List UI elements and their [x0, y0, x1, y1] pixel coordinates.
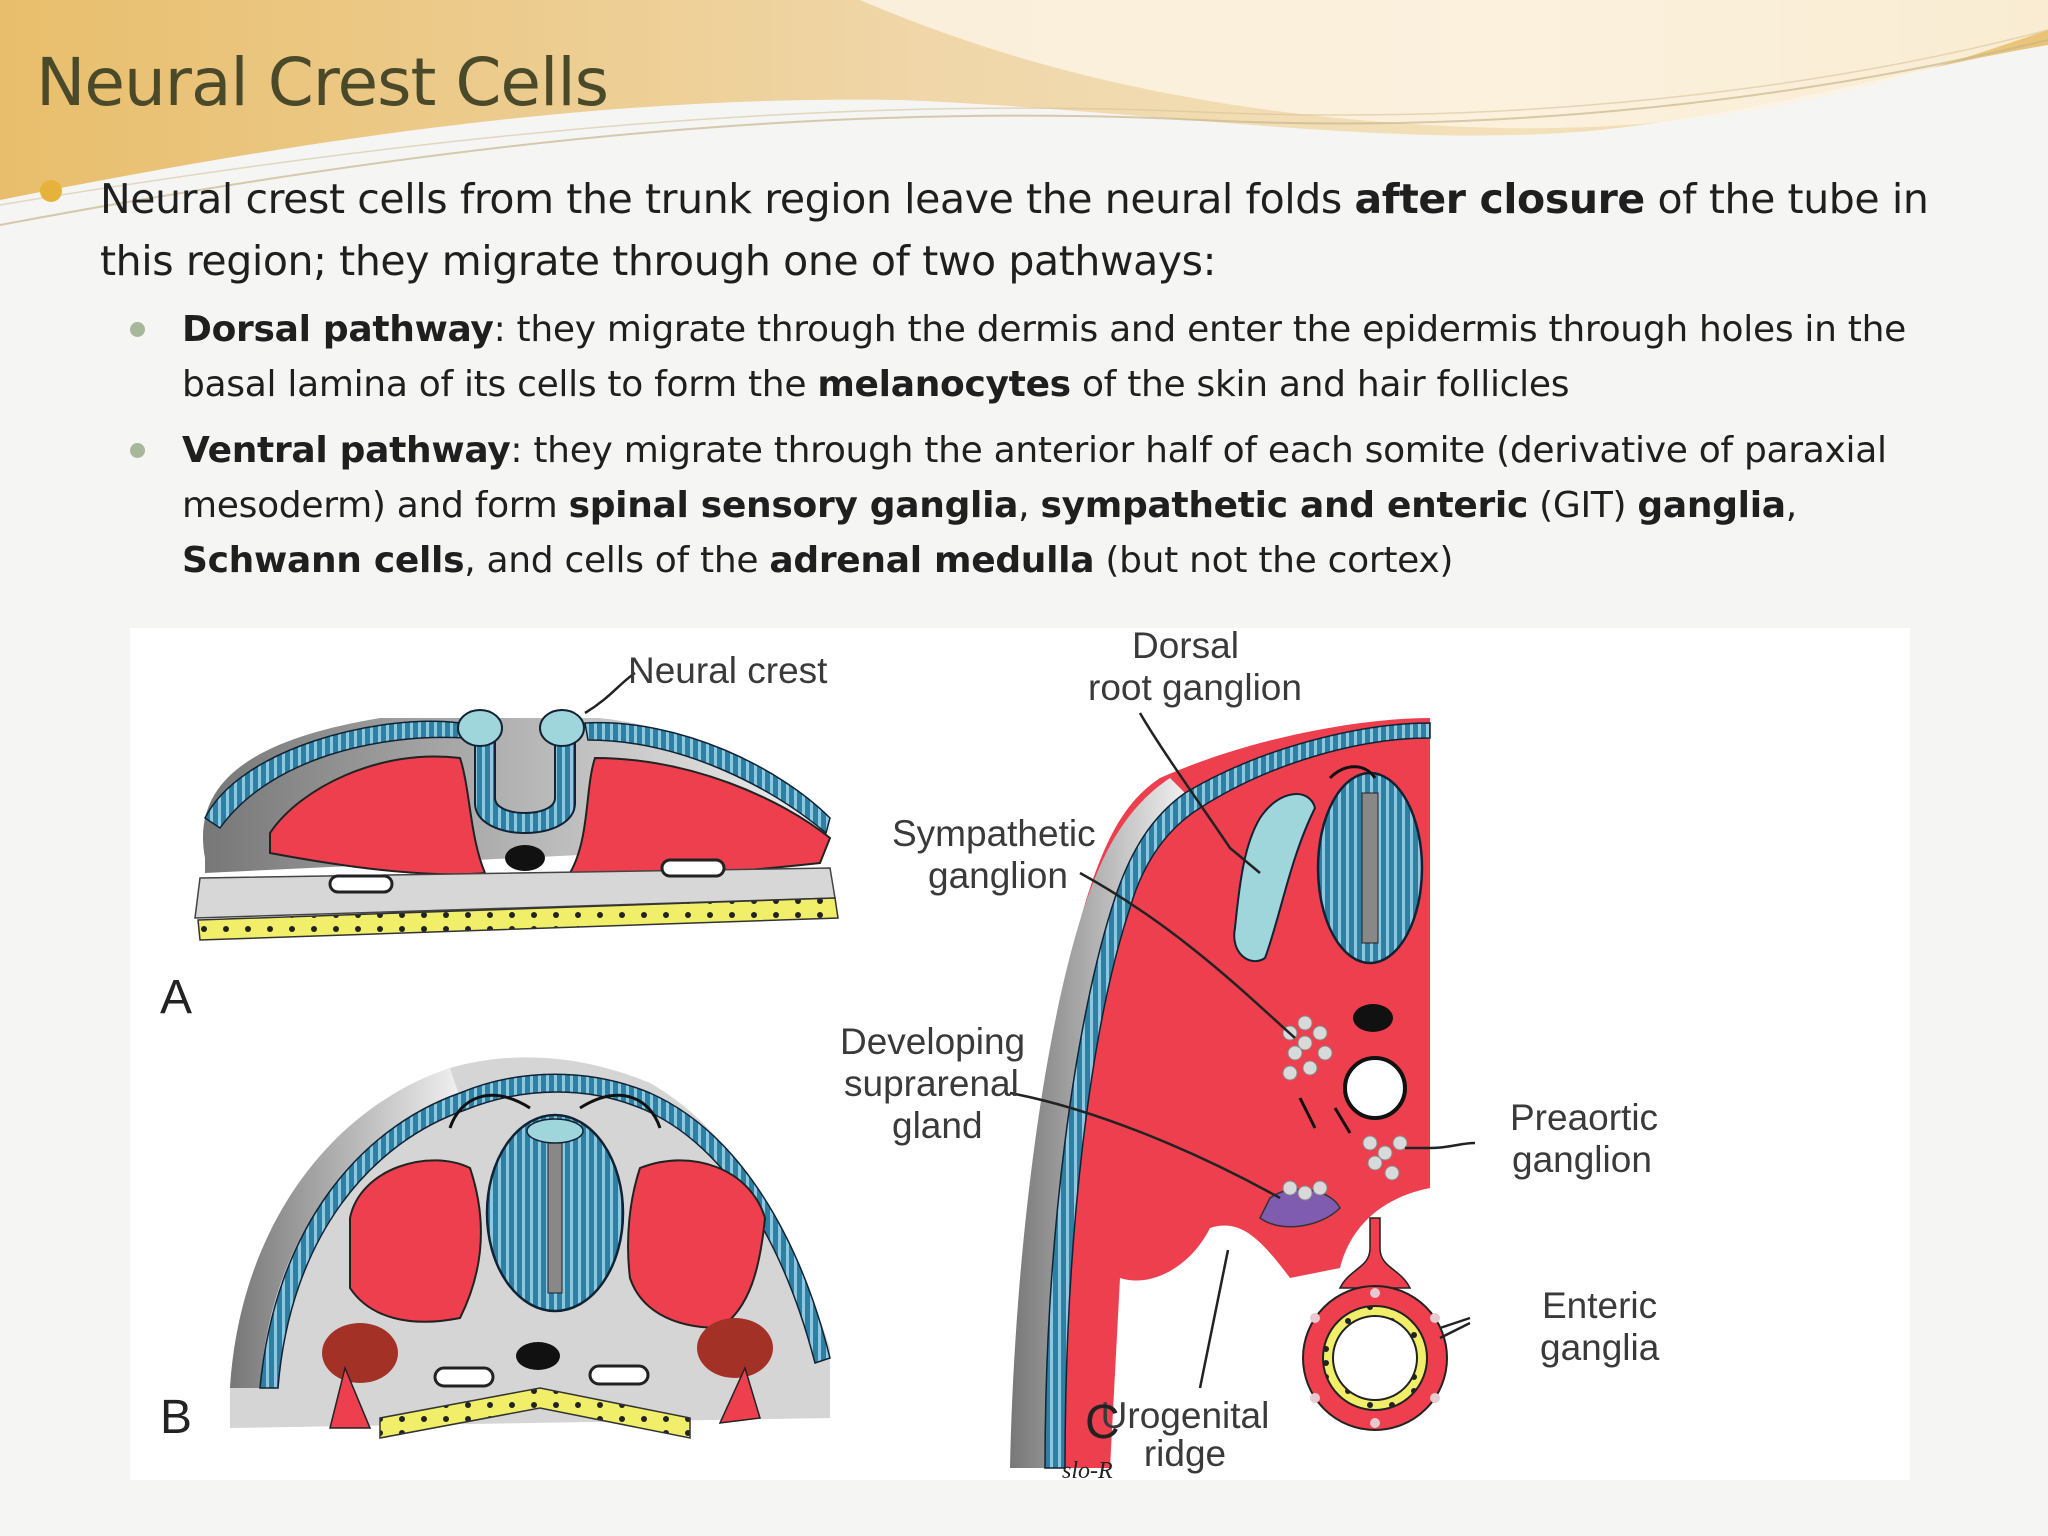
surface-ectoderm — [259, 1073, 831, 1389]
label-preaortic: Preaortic — [1510, 1097, 1658, 1138]
bold-run: adrenal medulla — [769, 540, 1095, 581]
neural-crest-leader — [584, 671, 636, 715]
enteric-ganglia-cells — [1310, 1288, 1440, 1428]
bold-run: Dorsal pathway — [182, 309, 494, 350]
endoderm — [197, 897, 839, 941]
label-dorsal: Dorsal — [1132, 628, 1239, 666]
bold-run: Ventral pathway — [182, 430, 511, 471]
gut-mesentery — [1338, 1217, 1412, 1289]
text-run: , — [1018, 485, 1041, 526]
dorsal-root-ganglion — [1233, 793, 1317, 963]
body-wall-shade — [230, 1068, 460, 1388]
central-canal-c — [1361, 792, 1379, 944]
dorsal-aorta-right — [660, 858, 726, 878]
migration-arrow-right — [579, 1093, 662, 1129]
arrow-c-2 — [1333, 1107, 1352, 1134]
label-urogenital: Urogenital — [1101, 1395, 1270, 1436]
label-sympathetic: Sympathetic — [892, 813, 1096, 854]
leader-suprarenal — [1009, 1091, 1281, 1200]
panel-c-diagram: Dorsal root ganglion Sympathetic ganglio… — [840, 628, 1660, 1480]
migration-arrow-c — [1328, 765, 1377, 780]
label-root-ganglion: root ganglion — [1088, 667, 1302, 708]
notochord-b — [516, 1342, 560, 1370]
label-preaortic-ganglion: ganglion — [1512, 1139, 1652, 1180]
sub-bullet-ventral: Ventral pathway: they migrate through th… — [130, 423, 1962, 588]
text-run: , — [1785, 485, 1797, 526]
paraxial-mesoderm-right — [568, 756, 832, 876]
neural-crest-cap — [526, 1118, 584, 1144]
dermatome-right — [697, 1318, 773, 1378]
illustrator-signature: slo-R — [1062, 1458, 1113, 1480]
label-gland: gland — [892, 1105, 983, 1146]
neural-crest-figure: Neural crest A — [130, 628, 1910, 1480]
text-run: Neural crest cells from the trunk region… — [100, 175, 1355, 223]
slide-title: Neural Crest Cells — [36, 44, 609, 121]
neural-groove — [474, 737, 576, 834]
label-developing: Developing — [840, 1021, 1025, 1062]
panel-label-c: C — [1085, 1396, 1120, 1449]
text-run: of the tube in this region; they migrate… — [100, 175, 1929, 285]
panel-label-a: A — [160, 971, 192, 1024]
ectoderm-right — [584, 721, 831, 835]
main-bullet-text: Neural crest cells from the trunk region… — [100, 168, 1980, 292]
body-wall-c — [1010, 778, 1185, 1468]
dorsal-aorta-c — [1343, 1056, 1407, 1120]
bold-run: after closure — [1354, 175, 1645, 223]
text-run: : they migrate through the dermis and en… — [182, 309, 1906, 405]
leader-drg — [1138, 712, 1261, 874]
label-sympathetic-ganglion: ganglion — [928, 855, 1068, 896]
label-suprarenal: suprarenal — [844, 1063, 1019, 1104]
bold-run: Schwann cells — [182, 540, 465, 581]
leader-urogenital — [1198, 1249, 1230, 1389]
dorsal-aorta-left — [328, 874, 394, 894]
bold-run: melanocytes — [817, 364, 1071, 405]
central-canal — [547, 1142, 563, 1294]
label-neural-crest: Neural crest — [628, 650, 828, 691]
endoderm-b — [379, 1387, 691, 1439]
text-run: (but not the cortex) — [1094, 540, 1454, 581]
neural-crest-left — [457, 709, 503, 747]
notochord-c — [1353, 1004, 1393, 1032]
text-run: , and cells of the — [464, 540, 770, 581]
notochord — [505, 845, 545, 871]
mesoderm-stalk-left — [329, 1365, 372, 1429]
leader-preaortic — [1405, 1141, 1476, 1150]
text-run: of the skin and hair follicles — [1070, 364, 1570, 405]
arrow-c-1 — [1298, 1097, 1317, 1129]
label-enteric-ganglia: ganglia — [1540, 1327, 1660, 1368]
neural-crest-right — [539, 709, 585, 747]
label-ridge: ridge — [1144, 1433, 1226, 1474]
mesoderm-stalk-right — [718, 1365, 761, 1424]
dermatome-left — [322, 1323, 398, 1383]
aorta-b-right — [588, 1364, 650, 1386]
panel-a-diagram: Neural crest A — [160, 650, 839, 1024]
ectoderm-c — [1044, 722, 1431, 1469]
sub-bullet-dot — [130, 322, 145, 337]
preaortic-ganglion-cells — [1362, 1135, 1408, 1181]
text-run: : they migrate through the anterior half… — [182, 430, 1887, 526]
figure-illustration: Neural crest A — [160, 628, 1660, 1480]
panel-b-diagram: B — [160, 1057, 831, 1444]
text-run: (GIT) — [1528, 485, 1638, 526]
header-swoosh-decoration — [0, 0, 2048, 226]
sub-bullet-dot — [130, 443, 145, 458]
bold-run: spinal sensory ganglia — [568, 485, 1019, 526]
leader-enteric — [1439, 1316, 1471, 1340]
label-enteric: Enteric — [1542, 1285, 1657, 1326]
migration-arrow-left — [448, 1093, 531, 1129]
paraxial-mesoderm-left — [269, 755, 487, 876]
bullet-dot — [40, 180, 62, 202]
gut-lumen — [1332, 1315, 1418, 1401]
bold-run: ganglia — [1637, 485, 1786, 526]
sub-bullet-dorsal: Dorsal pathway: they migrate through the… — [130, 302, 1962, 412]
bold-run: sympathetic and enteric — [1040, 485, 1529, 526]
leader-sympathetic — [1079, 871, 1296, 1039]
suprarenal-cells — [1282, 1180, 1328, 1201]
aorta-b-left — [433, 1366, 495, 1388]
panel-label-b: B — [160, 1391, 192, 1444]
somite-left — [349, 1159, 482, 1323]
